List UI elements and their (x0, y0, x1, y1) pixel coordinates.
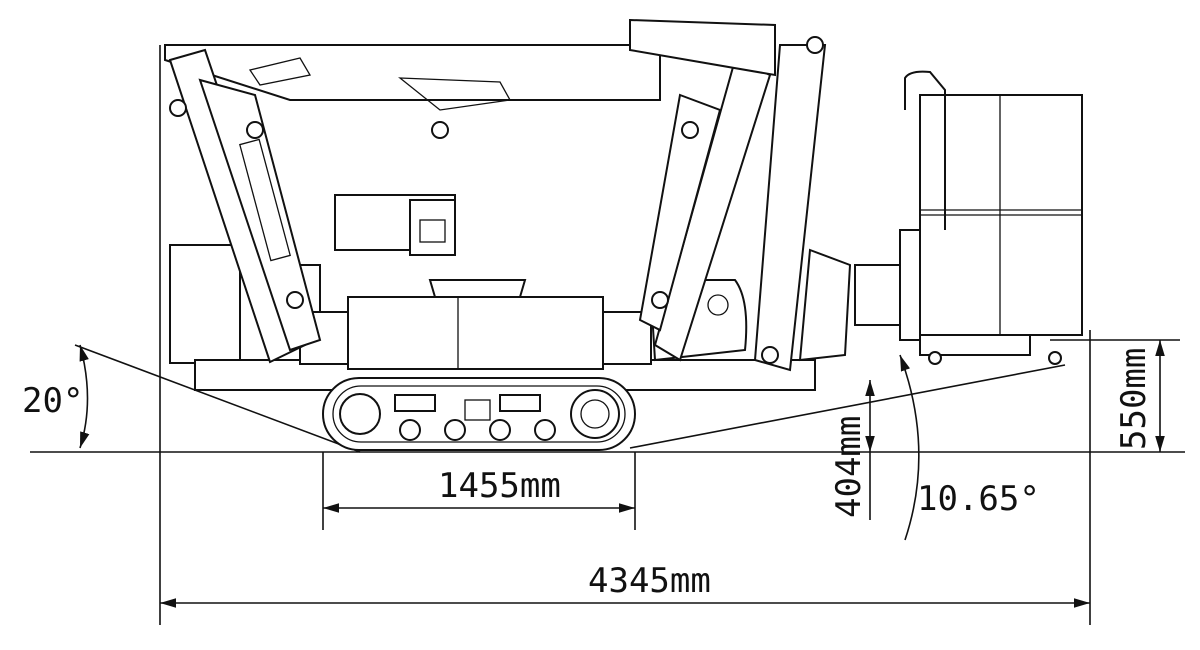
departure-angle-label: 10.65° (917, 479, 1040, 519)
overall-length-label: 4345mm (588, 561, 711, 601)
departure-angle-lines (629, 354, 1066, 541)
ground-line (30, 45, 1185, 625)
lift-body (164, 18, 1083, 391)
approach-angle-lines (74, 344, 361, 453)
platform-basket (904, 70, 1083, 365)
platform-height-label: 550mm (1114, 348, 1154, 450)
track-length-label: 1455mm (438, 466, 561, 506)
approach-angle-label: 20° (22, 381, 83, 421)
clearance-label: 404mm (829, 416, 869, 518)
crawler-track (322, 377, 636, 451)
